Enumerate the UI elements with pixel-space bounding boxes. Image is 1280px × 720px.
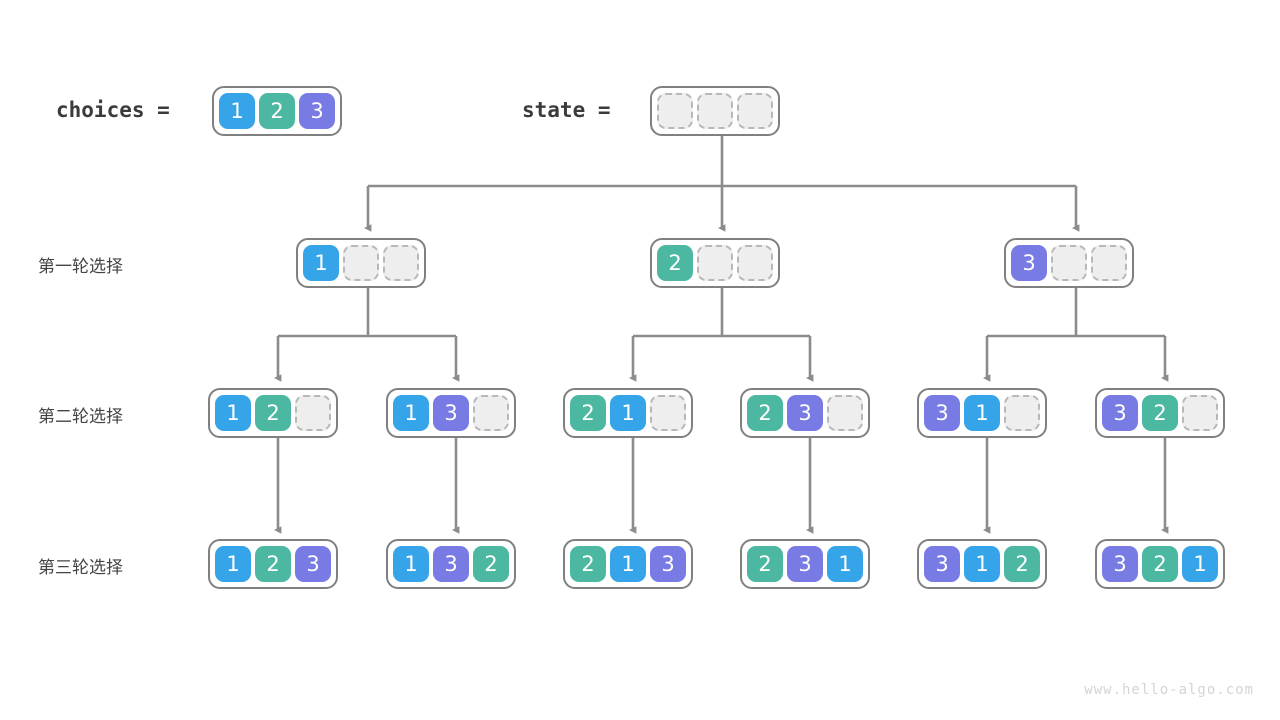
state-cell-1: [697, 93, 733, 129]
choices-cell-1: 2: [259, 93, 295, 129]
tree-cell: 3: [650, 546, 686, 582]
tree-cell: [383, 245, 419, 281]
tree-cell: [1004, 395, 1040, 431]
tree-cell: [827, 395, 863, 431]
row-label-round-3: 第三轮选择: [38, 558, 123, 578]
choices-cell-2: 3: [299, 93, 335, 129]
choices-label: choices =: [56, 98, 170, 122]
tree-cell: 2: [1142, 395, 1178, 431]
tree-cell: [343, 245, 379, 281]
tree-cell: 1: [393, 546, 429, 582]
tree-cell: [1091, 245, 1127, 281]
tree-cell: 3: [433, 546, 469, 582]
tree-cell: 2: [1142, 546, 1178, 582]
tree-node-level3-2: 2 1 3: [563, 539, 693, 589]
state-node-root: [650, 86, 780, 136]
tree-cell: [650, 395, 686, 431]
choices-node: 1 2 3: [212, 86, 342, 136]
tree-cell: 1: [303, 245, 339, 281]
tree-node-level2-2: 2 1: [563, 388, 693, 438]
tree-cell: 1: [610, 546, 646, 582]
tree-node-level2-1: 1 3: [386, 388, 516, 438]
tree-cell: 2: [747, 395, 783, 431]
tree-node-level2-0: 1 2: [208, 388, 338, 438]
tree-cell: 3: [295, 546, 331, 582]
tree-cell: 1: [215, 546, 251, 582]
tree-node-level1-2: 3: [1004, 238, 1134, 288]
tree-cell: 3: [1011, 245, 1047, 281]
tree-node-level3-5: 3 2 1: [1095, 539, 1225, 589]
tree-node-level3-3: 2 3 1: [740, 539, 870, 589]
tree-cell: 3: [787, 395, 823, 431]
tree-cell: 3: [1102, 395, 1138, 431]
tree-cell: 1: [215, 395, 251, 431]
tree-cell: 3: [1102, 546, 1138, 582]
tree-cell: 1: [1182, 546, 1218, 582]
tree-node-level2-5: 3 2: [1095, 388, 1225, 438]
state-label: state =: [522, 98, 611, 122]
tree-cell: [295, 395, 331, 431]
tree-cell: 1: [610, 395, 646, 431]
tree-cell: 3: [433, 395, 469, 431]
tree-cell: 2: [473, 546, 509, 582]
watermark: www.hello-algo.com: [1084, 682, 1254, 698]
tree-cell: [697, 245, 733, 281]
tree-cell: 3: [924, 395, 960, 431]
state-cell-2: [737, 93, 773, 129]
tree-cell: 1: [964, 546, 1000, 582]
tree-cell: 1: [964, 395, 1000, 431]
tree-cell: 1: [827, 546, 863, 582]
tree-node-level1-1: 2: [650, 238, 780, 288]
choices-cell-0: 1: [219, 93, 255, 129]
state-cell-0: [657, 93, 693, 129]
tree-cell: 1: [393, 395, 429, 431]
tree-cell: [1051, 245, 1087, 281]
tree-cell: 2: [570, 395, 606, 431]
tree-node-level3-1: 1 3 2: [386, 539, 516, 589]
tree-cell: 3: [924, 546, 960, 582]
row-label-round-1: 第一轮选择: [38, 257, 123, 277]
tree-cell: [473, 395, 509, 431]
tree-cell: 2: [1004, 546, 1040, 582]
tree-cell: [1182, 395, 1218, 431]
tree-cell: 2: [255, 395, 291, 431]
tree-cell: 2: [747, 546, 783, 582]
tree-cell: [737, 245, 773, 281]
tree-cell: 2: [657, 245, 693, 281]
row-label-round-2: 第二轮选择: [38, 407, 123, 427]
tree-node-level2-4: 3 1: [917, 388, 1047, 438]
tree-node-level2-3: 2 3: [740, 388, 870, 438]
tree-cell: 2: [255, 546, 291, 582]
tree-node-level3-4: 3 1 2: [917, 539, 1047, 589]
tree-cell: 3: [787, 546, 823, 582]
tree-node-level1-0: 1: [296, 238, 426, 288]
tree-cell: 2: [570, 546, 606, 582]
tree-node-level3-0: 1 2 3: [208, 539, 338, 589]
